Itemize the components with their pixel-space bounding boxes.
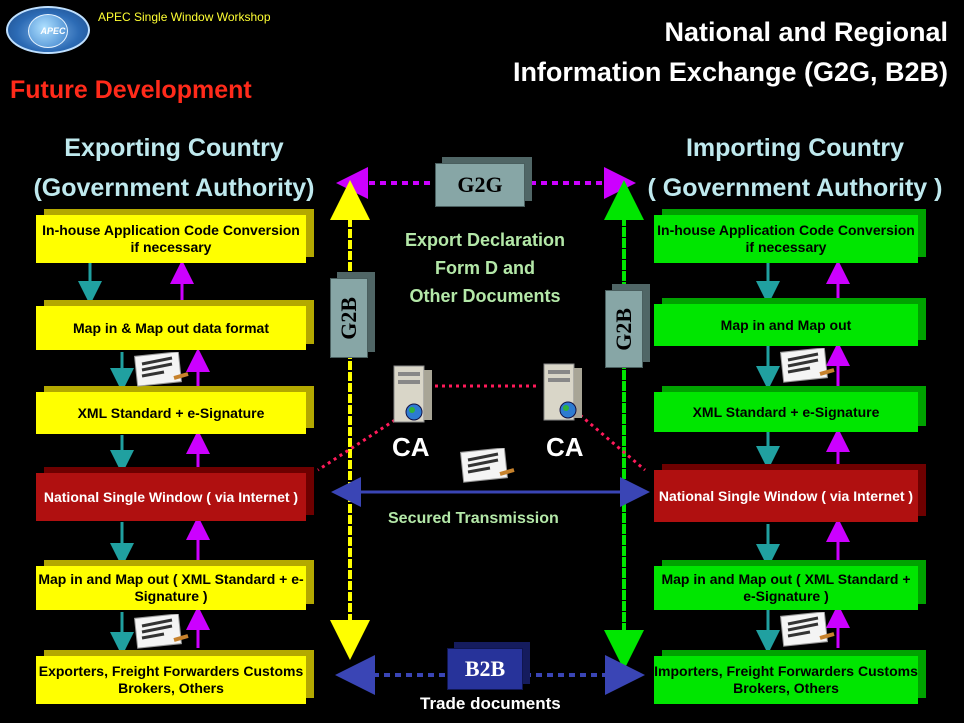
export-map-xml-box: Map in and Map out ( XML Standard + e-Si… [36,566,306,610]
globe-icon [28,14,68,48]
exporting-country-heading: Exporting Country (Government Authority) [6,128,342,208]
page-title-line1: National and Regional [664,17,948,47]
import-inhouse-app-box: In-house Application Code Conversion if … [654,215,918,263]
g2g-cube: G2G [435,163,525,207]
g2b-left-label: G2B [336,296,361,340]
documents-line2: Form D and [434,258,535,278]
ca-right-label: CA [546,432,584,462]
import-national-single-window-box: National Single Window ( via Internet ) [654,470,918,522]
importers-box: Importers, Freight Forwarders Customs Br… [654,656,918,704]
signed-document-icon [780,612,835,647]
export-xml-signature-box: XML Standard + e-Signature [36,392,306,434]
import-map-box: Map in and Map out [654,304,918,346]
exporting-country-authority: (Government Authority) [33,174,315,202]
g2b-right-cube: G2B [605,290,643,368]
logo-text: APEC [40,26,66,36]
documents-line3: Other Documents [409,286,561,306]
ca-link-right [579,413,646,472]
apec-logo: APEC [6,6,90,54]
signed-document-icon [134,614,189,649]
page-title-line2: Information Exchange (G2G, B2B) [512,57,948,87]
documents-label: Export Declaration Form D and Other Docu… [380,226,590,310]
b2b-cube: B2B [447,648,523,690]
export-map-format-box: Map in & Map out data format [36,306,306,350]
future-development-title: Future Development [10,76,252,104]
page-title: National and Regional Information Exchan… [420,12,948,92]
g2b-left-cube: G2B [330,278,368,358]
g2b-right-label: G2B [611,307,636,351]
documents-line1: Export Declaration [404,230,566,250]
exporters-box: Exporters, Freight Forwarders Customs Br… [36,656,306,704]
signed-document-icon [460,448,515,483]
secured-transmission-label: Secured Transmission [388,510,559,527]
importing-country-authority: ( Government Authority ) [647,174,943,202]
export-inhouse-app-box: In-house Application Code Conversion if … [36,215,306,263]
ca-server-left-icon [393,365,432,423]
ca-left-label: CA [392,432,430,462]
signed-document-icon [780,348,835,383]
left-flow-arrows [78,260,210,656]
signed-document-icon [134,352,189,387]
importing-country-heading: Importing Country ( Government Authority… [632,128,958,208]
import-xml-signature-box: XML Standard + e-Signature [654,392,918,432]
importing-country-title: Importing Country [685,134,905,162]
import-map-xml-box: Map in and Map out ( XML Standard + e-Si… [654,566,918,610]
ca-server-right-icon [543,363,582,421]
ca-link-left [317,418,396,472]
trade-documents-label: Trade documents [420,694,561,713]
export-national-single-window-box: National Single Window ( via Internet ) [36,473,306,521]
exporting-country-title: Exporting Country [64,134,284,162]
workshop-title: APEC Single Window Workshop [98,10,271,24]
right-flow-arrows [756,260,850,654]
